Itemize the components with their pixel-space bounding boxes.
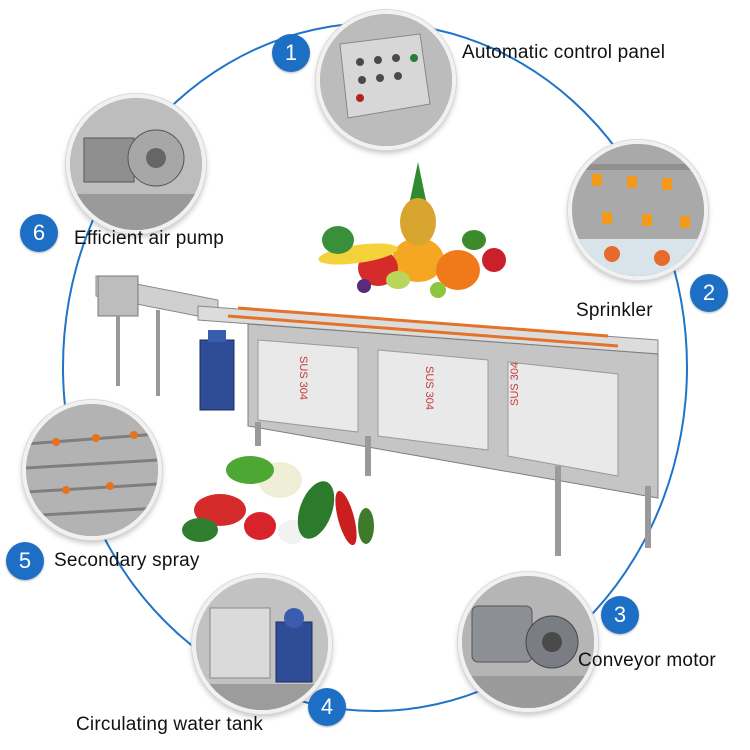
- vegetables-pile: [182, 456, 374, 546]
- water-tank-photo: [192, 574, 332, 714]
- feature-number-6: 6: [20, 214, 58, 252]
- feature-label-5: Secondary spray: [54, 550, 200, 571]
- feature-label-1: Automatic control panel: [462, 42, 666, 63]
- control-panel-photo: [316, 10, 456, 150]
- feature-number-4: 4: [308, 688, 346, 726]
- conveyor-motor-photo: [458, 572, 598, 712]
- secondary-spray-photo: [22, 400, 162, 540]
- feature-label-4: Circulating water tank: [76, 714, 264, 735]
- feature-label-3: Conveyor motor: [578, 650, 716, 671]
- feature-label-2: Sprinkler: [576, 300, 653, 321]
- fruit-splash: [318, 162, 506, 298]
- sus304-marking: SUS 304: [297, 356, 309, 400]
- feature-number-1: 1: [272, 34, 310, 72]
- sprinkler-photo: [568, 140, 708, 280]
- sus304-marking: SUS 304: [423, 366, 435, 410]
- feature-number-2: 2: [690, 274, 728, 312]
- feature-label-6: Efficient air pump: [74, 228, 225, 249]
- air-pump-photo: [66, 94, 206, 234]
- bubble-washing-machine: SUS 304 SUS 304 SUS 304: [95, 275, 659, 556]
- sus304-marking: SUS 304: [509, 362, 521, 406]
- feature-number-3: 3: [601, 596, 639, 634]
- feature-number-5: 5: [6, 542, 44, 580]
